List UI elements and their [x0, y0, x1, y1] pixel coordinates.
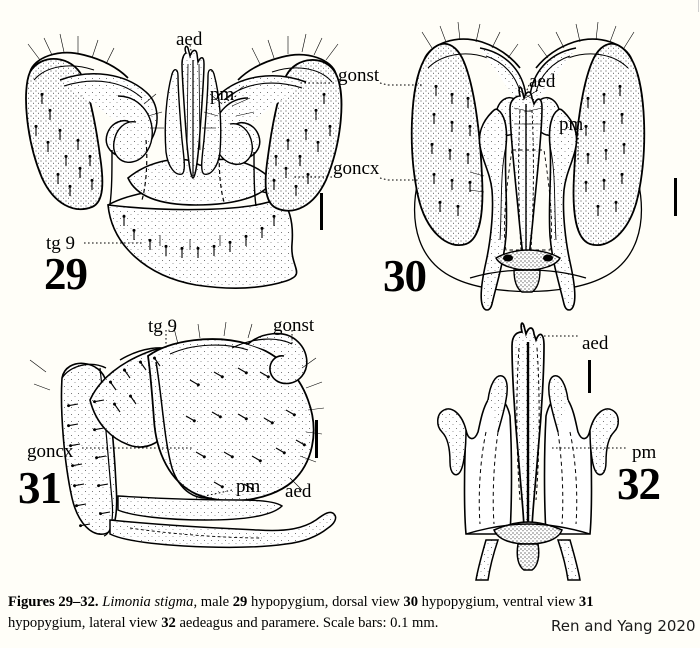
caption-part-31: hypopygium, lateral view: [8, 615, 162, 631]
scale-bar-fig30: [674, 178, 677, 216]
caption-num-31: 31: [578, 594, 594, 610]
scale-bar-fig31: [315, 420, 318, 458]
label-fig31-aed: aed: [285, 481, 312, 502]
caption-num-29: 29: [232, 594, 248, 610]
label-fig31-gonst: gonst: [273, 315, 315, 336]
source-watermark: Ren and Yang 2020: [551, 617, 696, 635]
label-fig30-aed: aed: [529, 71, 556, 92]
label-fig29-aed: aed: [176, 29, 203, 50]
label-fig29-gonst: gonst: [338, 65, 380, 86]
caption-part-32: aedeagus and paramere.: [175, 615, 323, 631]
fig32-drawing: [437, 322, 628, 581]
figure-number-29: 29: [44, 249, 88, 299]
label-fig32-pm: pm: [632, 442, 657, 463]
figure-number-31: 31: [18, 463, 62, 513]
shared-leader-gonst: [379, 82, 389, 86]
caption-figures-label: Figures 29–32.: [8, 594, 99, 610]
figure-number-32: 32: [617, 459, 661, 509]
label-fig31-tg9: tg 9: [148, 316, 178, 337]
figure-caption: Figures 29–32. Limonia stigma, male 29 h…: [8, 592, 608, 634]
caption-part-30: hypopygium, ventral view: [418, 594, 579, 610]
scale-bar-fig29: [320, 193, 323, 230]
label-fig31-goncx: goncx: [27, 441, 74, 462]
fig30-drawing: [379, 21, 646, 311]
fig31-drawing: [29, 321, 337, 549]
label-fig32-aed: aed: [582, 333, 609, 354]
label-fig30-pm: pm: [559, 114, 584, 135]
page-edge-line: [698, 0, 699, 12]
caption-sex: , male: [193, 594, 233, 610]
fig29-leader-pm: [221, 95, 237, 105]
label-fig31-pm: pm: [236, 476, 261, 497]
label-fig29-goncx: goncx: [333, 158, 380, 179]
caption-num-30: 30: [403, 594, 418, 610]
fig29-drawing: [25, 33, 343, 289]
caption-part-29: hypopygium, dorsal view: [247, 594, 404, 610]
label-fig29-tg9: tg 9: [46, 233, 76, 254]
fig29-leader-aed: [189, 44, 193, 57]
caption-num-32: 32: [161, 615, 176, 631]
fig30-leader-aed: [524, 84, 530, 96]
label-fig29-pm: pm: [210, 84, 235, 105]
caption-taxon: Limonia stigma: [102, 594, 194, 610]
figure-number-30: 30: [383, 251, 427, 301]
scale-bar-fig32: [588, 360, 591, 393]
caption-scale-note: Scale bars: 0.1 mm.: [322, 615, 439, 631]
shared-leader-goncx: [379, 177, 389, 181]
illustration-plate: [25, 21, 646, 581]
